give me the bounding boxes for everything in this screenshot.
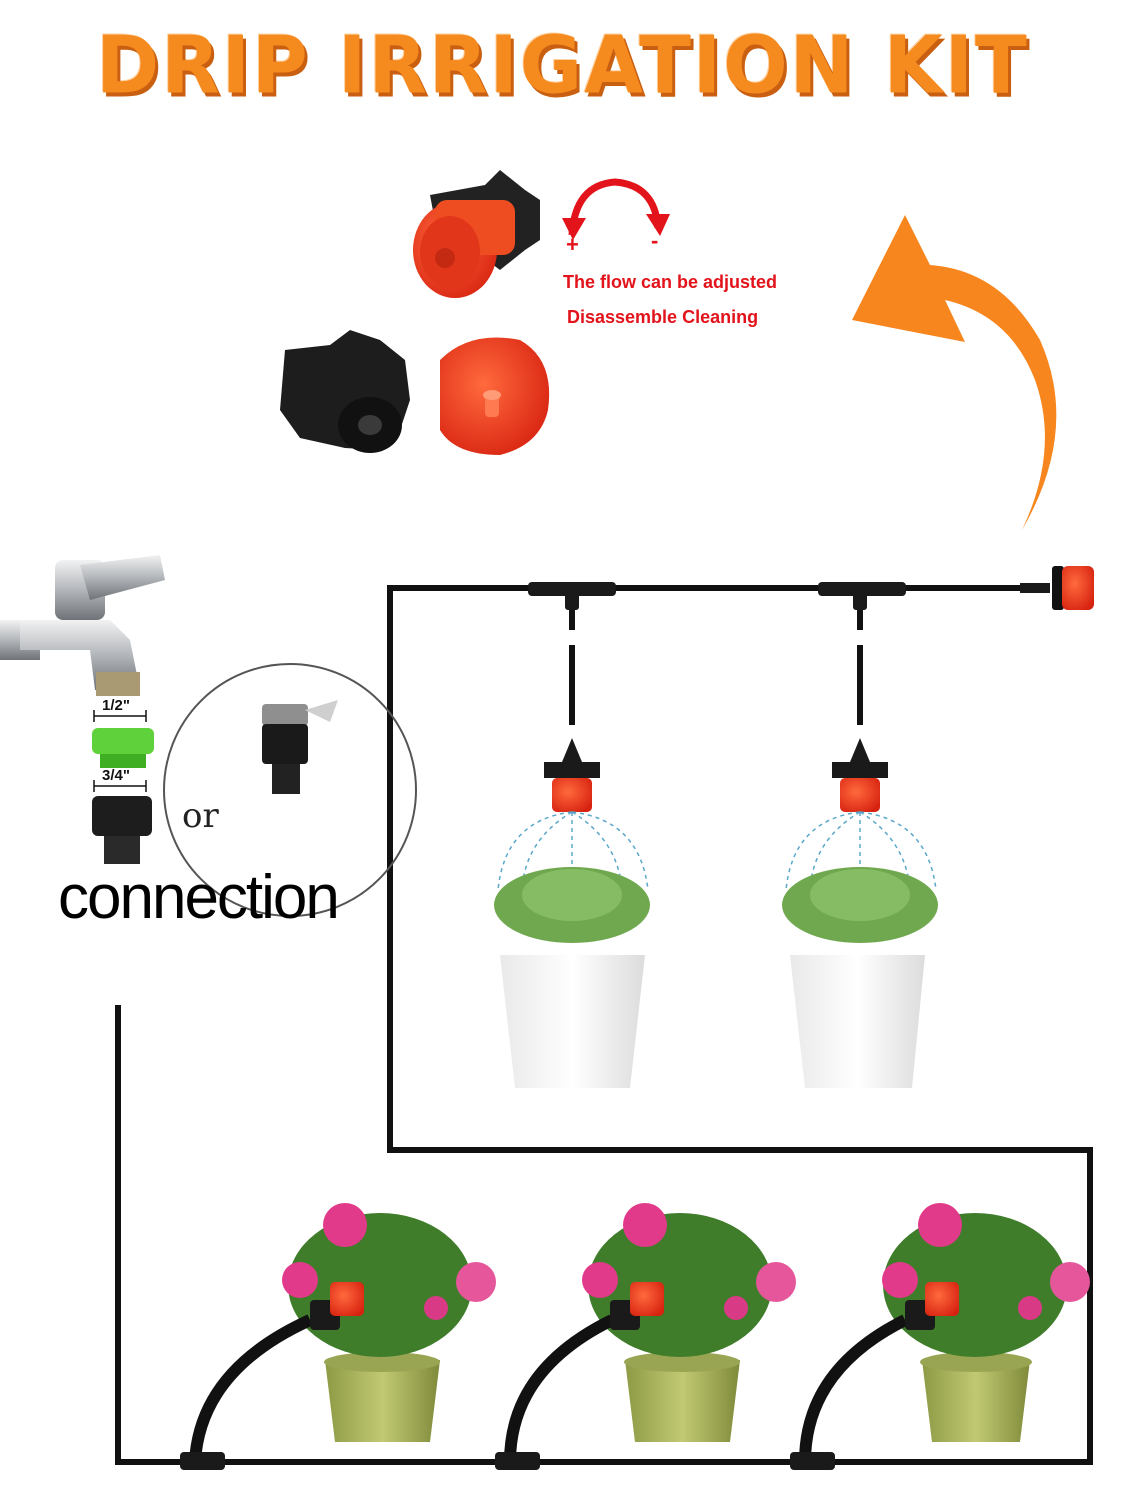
disassemble-note: Disassemble Cleaning: [567, 307, 759, 327]
dripper-cap-icon: [440, 337, 550, 455]
size-marker-bottom: [93, 780, 147, 792]
connection-label: connection: [58, 863, 340, 932]
dripper-base-icon: [280, 330, 410, 453]
universal-tap-connector-icon: [262, 700, 338, 794]
plus-sign: +: [566, 232, 579, 257]
size-label-three-quarter-inch: 3/4": [102, 767, 130, 784]
flow-adjust-note: The flow can be adjusted: [563, 272, 778, 292]
tee-connector-icon: [528, 582, 906, 610]
succulent-pot-2: [782, 738, 938, 1088]
rose-pot-1: [180, 1203, 496, 1470]
green-adapter-icon: [92, 728, 154, 768]
rose-pot-2: [495, 1203, 796, 1470]
size-label-half-inch: 1/2": [102, 697, 130, 714]
faucet-icon: [0, 555, 165, 696]
size-marker-top: [93, 710, 147, 722]
alternative-connector-frame: [163, 663, 417, 917]
minus-sign: -: [651, 228, 659, 253]
or-label: or: [182, 796, 219, 836]
flow-arrow-icon: [852, 215, 1057, 530]
quick-connector-icon: [92, 796, 152, 864]
adjust-arc-icon: [562, 178, 670, 240]
rose-pot-3: [790, 1203, 1090, 1470]
dripper-assembled-icon: [413, 170, 540, 298]
succulent-pot-1: [494, 738, 650, 1088]
end-dripper-icon: [1020, 566, 1094, 610]
page-title: DRIP IRRIGATION KIT: [96, 17, 1029, 112]
